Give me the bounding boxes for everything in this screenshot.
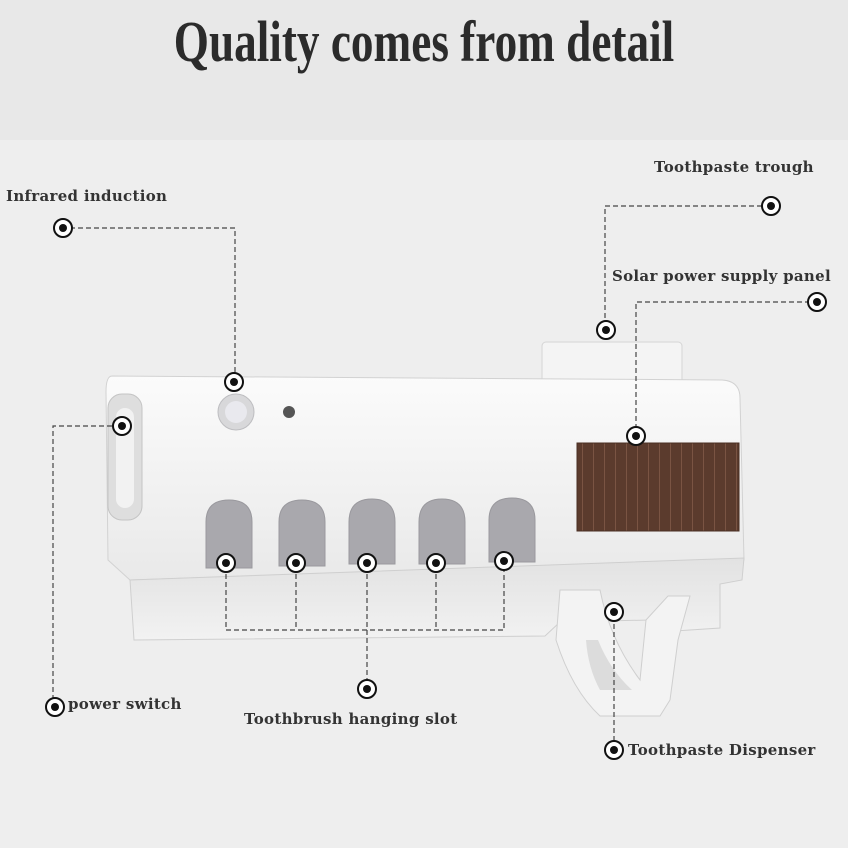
marker-icon (426, 553, 446, 573)
marker-icon (53, 218, 73, 238)
marker-icon (761, 196, 781, 216)
marker-icon (604, 740, 624, 760)
label-solar-panel: Solar power supply panel (612, 267, 831, 285)
label-toothpaste-trough: Toothpaste trough (654, 158, 814, 176)
marker-icon (596, 320, 616, 340)
solar-panel (576, 442, 740, 532)
marker-icon (604, 602, 624, 622)
toothbrush-slot-5 (488, 497, 536, 563)
marker-icon (224, 372, 244, 392)
marker-icon (45, 697, 65, 717)
toothbrush-slot-3 (348, 498, 396, 565)
title-band (0, 0, 848, 140)
page-title: Quality comes from detail (173, 9, 675, 74)
toothpaste-dispenser (555, 589, 691, 717)
marker-icon (807, 292, 827, 312)
toothbrush-slot-2 (278, 499, 326, 567)
label-power-switch: power switch (68, 695, 182, 713)
toothbrush-slots (205, 497, 536, 569)
marker-icon (626, 426, 646, 446)
toothbrush-slot-4 (418, 498, 466, 565)
marker-icon (216, 553, 236, 573)
leader-slots (225, 566, 505, 631)
leader-solar (635, 301, 810, 430)
marker-icon (494, 551, 514, 571)
marker-icon (357, 679, 377, 699)
leader-power (52, 425, 112, 700)
leader-infrared (70, 227, 236, 378)
toothbrush-slot-1 (205, 499, 253, 569)
label-infrared-induction: Infrared induction (6, 187, 168, 205)
marker-icon (286, 553, 306, 573)
label-toothpaste-dispenser: Toothpaste Dispenser (628, 741, 816, 759)
marker-icon (112, 416, 132, 436)
leader-trough (604, 205, 762, 322)
leader-lines (52, 205, 810, 748)
markers (45, 196, 827, 760)
label-toothbrush-slot: Toothbrush hanging slot (244, 710, 458, 728)
marker-icon (357, 553, 377, 573)
